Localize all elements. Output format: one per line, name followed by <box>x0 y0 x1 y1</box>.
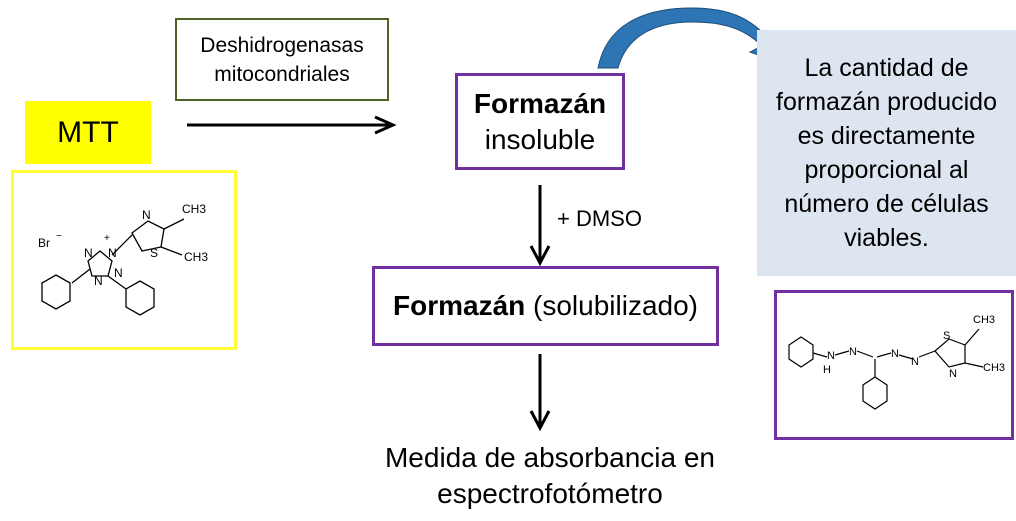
enzyme-line-1: Deshidrogenasas <box>200 33 364 57</box>
formazan-soluble-subtitle: (solubilizado) <box>533 290 698 321</box>
n-label: N <box>84 246 93 260</box>
thiazole-n-label: N <box>142 208 151 222</box>
n-label: N <box>849 346 857 358</box>
formazan-structure-box: N H N N N S N CH3 CH3 <box>774 290 1014 440</box>
dmso-label: + DMSO <box>557 206 642 231</box>
formazan-insoluble-title: Formazán <box>473 87 607 119</box>
mtt-structure-box: Br − N + N N N N S CH3 CH3 <box>11 170 237 350</box>
info-line: es directamente <box>797 122 976 150</box>
n-label: N <box>108 246 117 260</box>
n-label: N <box>94 274 103 288</box>
methyl-side-label: CH3 <box>983 362 1005 374</box>
thiazole-s-label: S <box>150 246 158 260</box>
formazan-insoluble-box: Formazán insoluble <box>455 73 625 170</box>
plus-label: + <box>104 233 110 244</box>
formazan-soluble-title: Formazán <box>393 290 526 321</box>
bromide-label: Br <box>38 236 50 250</box>
nh-label: N <box>827 350 835 362</box>
mtt-label: MTT <box>25 101 151 164</box>
dmso-arrow <box>529 185 551 267</box>
info-line: número de células <box>784 190 989 218</box>
info-line: viables. <box>844 224 929 252</box>
enzyme-line-2: mitocondriales <box>214 62 350 86</box>
info-line: formazán producido <box>776 88 997 116</box>
methyl-top-label: CH3 <box>182 202 206 216</box>
n-label: N <box>114 266 123 280</box>
reaction-arrow <box>187 115 397 135</box>
formazan-soluble-box: Formazán (solubilizado) <box>372 266 719 346</box>
enzyme-box: Deshidrogenasas mitocondriales <box>175 18 389 101</box>
n-label: N <box>911 356 919 368</box>
thiazole-n-label: N <box>949 368 957 380</box>
info-line: La cantidad de <box>804 54 969 82</box>
methyl-top-label: CH3 <box>973 314 995 326</box>
bromide-charge: − <box>56 231 62 242</box>
info-line: proporcional al <box>804 156 969 184</box>
mtt-text: MTT <box>57 115 119 149</box>
thiazole-s-label: S <box>943 330 950 342</box>
measurement-text: Medida de absorbancia en espectrofotómet… <box>340 440 760 512</box>
n-label: N <box>891 348 899 360</box>
info-box: La cantidad de formazán producido es dir… <box>757 30 1016 276</box>
measurement-line-1: Medida de absorbancia en <box>384 442 715 473</box>
formazan-insoluble-subtitle: insoluble <box>484 123 596 155</box>
h-label: H <box>823 364 831 376</box>
measure-arrow <box>529 354 551 432</box>
measurement-line-2: espectrofotómetro <box>437 478 663 509</box>
mtt-molecule: Br − N + N N N N S CH3 CH3 <box>38 202 208 316</box>
formazan-molecule: N H N N N S N CH3 CH3 <box>788 314 1005 410</box>
methyl-side-label: CH3 <box>184 250 208 264</box>
